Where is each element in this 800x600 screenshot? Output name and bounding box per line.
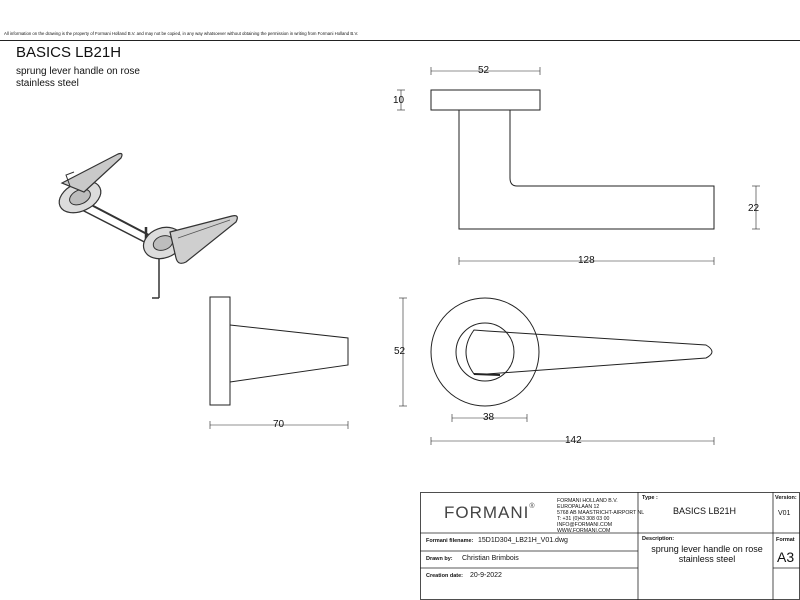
brand-mark: ® — [529, 503, 536, 510]
type-value: BASICS LB21H — [673, 506, 737, 516]
version-value: V01 — [778, 510, 791, 517]
format-label: Format — [776, 537, 795, 543]
dim-inner: 38 — [483, 412, 495, 423]
description-value: sprung lever handle on rose stainless st… — [642, 544, 772, 564]
front-view-lever — [465, 329, 713, 375]
front-view-rose — [430, 297, 540, 407]
company-line-3: 5768 AB MAASTRICHT-AIRPORT NL — [557, 510, 645, 516]
subtitle-line-1: sprung lever handle on rose — [16, 66, 140, 77]
filename-value: 15D1D304_LB21H_V01.dwg — [478, 537, 568, 544]
description-label: Description: — [642, 536, 675, 542]
description-line-2: stainless steel — [678, 554, 736, 564]
frame-top-line — [0, 40, 800, 41]
description-line-1: sprung lever handle on rose — [651, 544, 763, 554]
dim-rose-thickness: 10 — [393, 95, 405, 106]
dim-top-width: 52 — [478, 65, 490, 76]
title-block: FORMANI® FORMANI HOLLAND B.V. EUROPALAAN… — [420, 492, 800, 600]
company-line-6: WWW.FORMANI.COM — [557, 528, 611, 534]
dim-rose-diameter: 52 — [394, 346, 406, 357]
company-address: FORMANI HOLLAND B.V. EUROPALAAN 12 5768 … — [557, 498, 644, 534]
dim-lever-height: 22 — [748, 203, 760, 214]
version-label: Version: — [775, 495, 797, 501]
front-view — [399, 297, 715, 445]
side-view-lever — [229, 324, 349, 383]
drawn-label: Drawn by: — [426, 556, 453, 562]
date-value: 20-9-2022 — [470, 572, 502, 579]
dim-front-length: 142 — [565, 435, 582, 446]
company-line-5: INFO@FORMANI.COM — [557, 522, 613, 528]
brand-name: FORMANI — [444, 503, 530, 522]
top-view — [397, 67, 760, 265]
company-line-2: EUROPALAAN 12 — [557, 504, 600, 510]
filename-label: Formani filename: — [426, 538, 474, 544]
drawing-title: BASICS LB21H — [16, 44, 122, 61]
front-view-inner-ring — [455, 322, 515, 382]
drawn-value: Christian Brimbois — [462, 555, 519, 562]
side-view-rose — [209, 296, 231, 406]
subtitle-line-2: stainless steel — [16, 78, 79, 89]
disclaimer-text: All information on the drawing is the pr… — [4, 31, 359, 36]
date-label: Creation date: — [426, 573, 463, 579]
dim-lever-length: 128 — [578, 255, 595, 266]
brand-logo: FORMANI® — [444, 503, 536, 523]
drawing-subtitle: sprung lever handle on rose stainless st… — [16, 66, 140, 90]
side-view — [209, 296, 349, 429]
top-view-lever — [458, 110, 715, 230]
top-view-rose — [430, 89, 541, 111]
company-line-1: FORMANI HOLLAND B.V. — [557, 498, 618, 504]
type-label: Type : — [642, 495, 658, 501]
company-line-4: T: +31 (0)43 308 03 00 — [557, 516, 610, 522]
format-value: A3 — [777, 549, 795, 565]
isometric-view — [58, 152, 238, 299]
dim-side-projection: 70 — [273, 419, 285, 430]
